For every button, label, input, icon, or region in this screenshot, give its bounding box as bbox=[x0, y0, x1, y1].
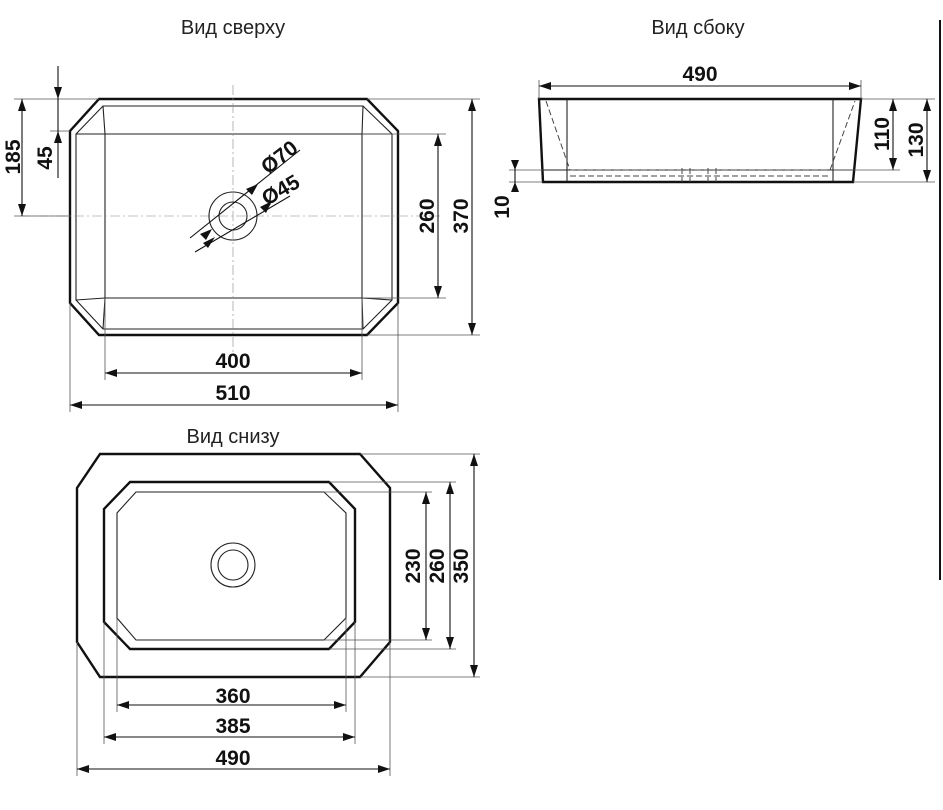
top-dim-diameter-outer: Ø70 bbox=[257, 136, 302, 179]
bottom-dim-360: 360 bbox=[215, 685, 250, 708]
bottom-dim-230: 230 bbox=[402, 548, 425, 583]
side-dim-130: 130 bbox=[905, 122, 928, 157]
top-dim-185: 185 bbox=[2, 139, 25, 174]
top-basin-outline bbox=[104, 133, 363, 299]
bottom-foot-outline bbox=[102, 480, 357, 651]
side-dim-10: 10 bbox=[491, 195, 514, 218]
bottom-dim-490: 490 bbox=[215, 747, 250, 770]
bottom-view: 230 260 350 360 385 490 bbox=[75, 452, 480, 776]
top-dim-370: 370 bbox=[450, 198, 473, 233]
top-rim-outline bbox=[75, 105, 393, 330]
top-dim-260: 260 bbox=[416, 198, 439, 233]
side-view-title: Вид сбоку bbox=[651, 17, 744, 39]
side-dim-110: 110 bbox=[871, 117, 894, 151]
bottom-dim-385: 385 bbox=[215, 715, 250, 738]
bottom-dim-260: 260 bbox=[426, 548, 449, 583]
bottom-drain-outer bbox=[210, 542, 256, 588]
top-dim-45: 45 bbox=[34, 146, 57, 170]
bottom-drain-inner bbox=[217, 549, 249, 581]
bottom-dim-350: 350 bbox=[450, 548, 473, 583]
top-view: Ø70 Ø45 185 45 260 370 400 bbox=[2, 66, 480, 412]
side-view: 490 110 130 10 bbox=[491, 63, 935, 219]
top-dim-510: 510 bbox=[215, 382, 250, 405]
bottom-view-title: Вид снизу bbox=[187, 426, 280, 448]
top-dim-400: 400 bbox=[215, 350, 250, 373]
top-view-title: Вид сверху bbox=[181, 17, 285, 39]
top-dim-diameter-inner: Ø45 bbox=[258, 170, 304, 210]
bottom-inner-outline bbox=[116, 491, 347, 641]
side-dim-490: 490 bbox=[682, 63, 717, 86]
